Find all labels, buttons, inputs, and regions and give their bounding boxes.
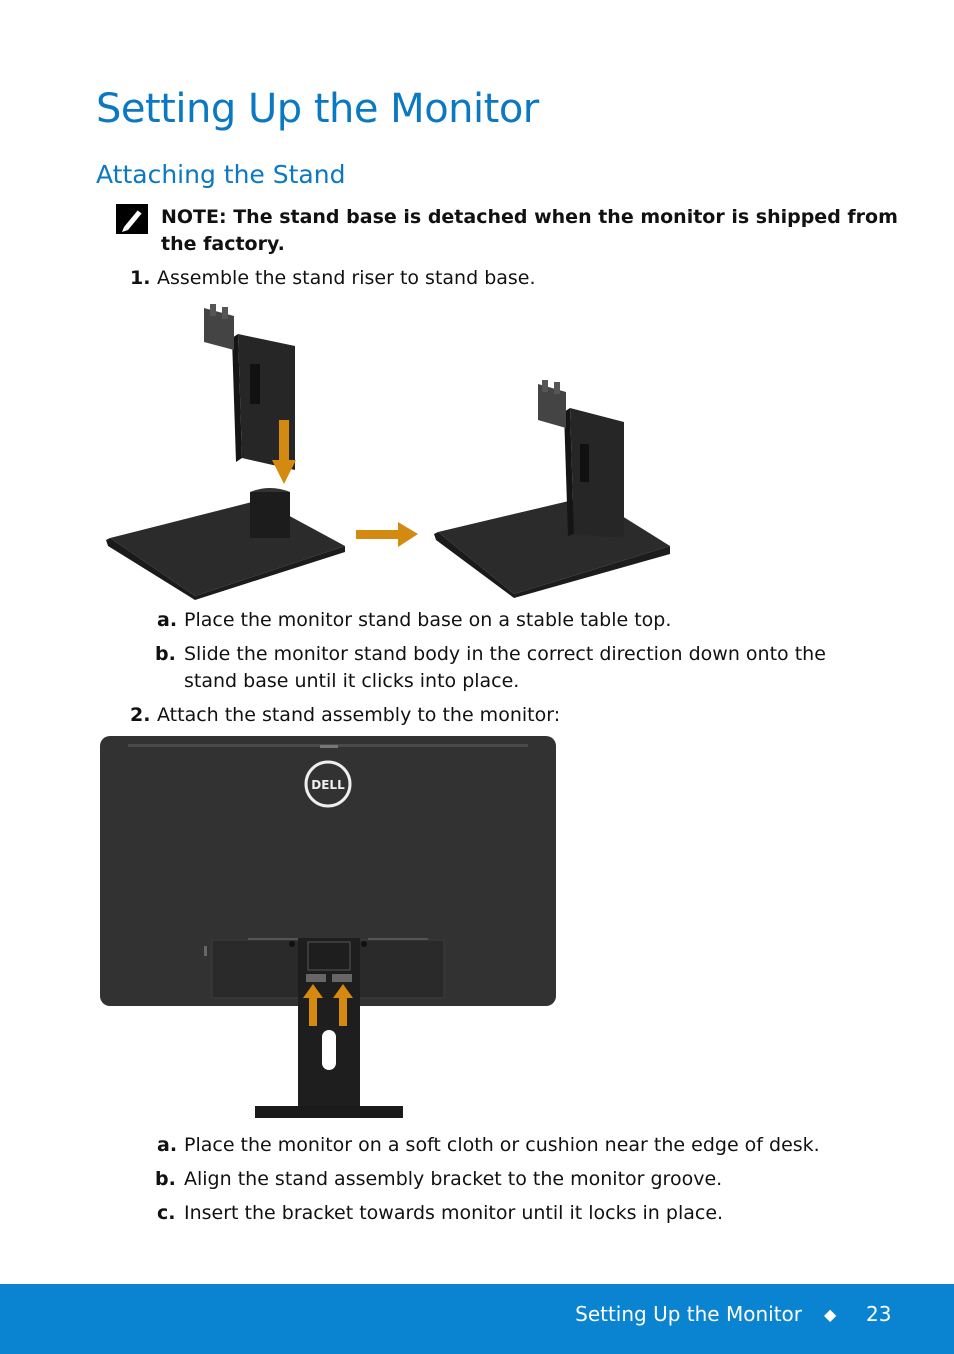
step-text: Attach the stand assembly to the monitor… <box>157 704 561 726</box>
substep-letter: b. <box>155 643 176 665</box>
section-heading: Attaching the Stand <box>96 160 346 189</box>
monitor-back-illustration: DELL <box>98 734 560 1122</box>
substep-text-cont: stand base until it clicks into place. <box>184 670 520 692</box>
footer-separator: ◆ <box>824 1305 837 1324</box>
substep-text: Align the stand assembly bracket to the … <box>184 1168 723 1190</box>
page-title: Setting Up the Monitor <box>96 86 539 132</box>
substep-letter: a. <box>157 609 178 631</box>
substep-text: Insert the bracket towards monitor until… <box>184 1202 724 1224</box>
footer-section-title: Setting Up the Monitor <box>575 1302 802 1326</box>
note-pencil-icon <box>116 204 148 234</box>
substep-text: Slide the monitor stand body in the corr… <box>184 643 826 665</box>
substep-text: Place the monitor on a soft cloth or cus… <box>184 1134 820 1156</box>
substep-letter: a. <box>157 1134 178 1156</box>
step-number: 1. <box>130 267 151 289</box>
substep-text: Place the monitor stand base on a stable… <box>184 609 672 631</box>
substep-letter: c. <box>157 1202 176 1224</box>
page-number: 23 <box>866 1302 892 1326</box>
arrow-up-icon <box>303 984 353 1026</box>
dell-logo: DELL <box>311 778 345 792</box>
page-footer: Setting Up the Monitor ◆ 23 <box>0 1284 954 1354</box>
step-number: 2. <box>130 704 151 726</box>
stand-assembly-illustration <box>100 300 680 600</box>
step-text: Assemble the stand riser to stand base. <box>157 267 536 289</box>
substep-letter: b. <box>155 1168 176 1190</box>
arrow-right-icon <box>356 530 402 539</box>
note-text: NOTE: The stand base is detached when th… <box>161 206 898 255</box>
arrow-down-icon <box>279 420 289 462</box>
